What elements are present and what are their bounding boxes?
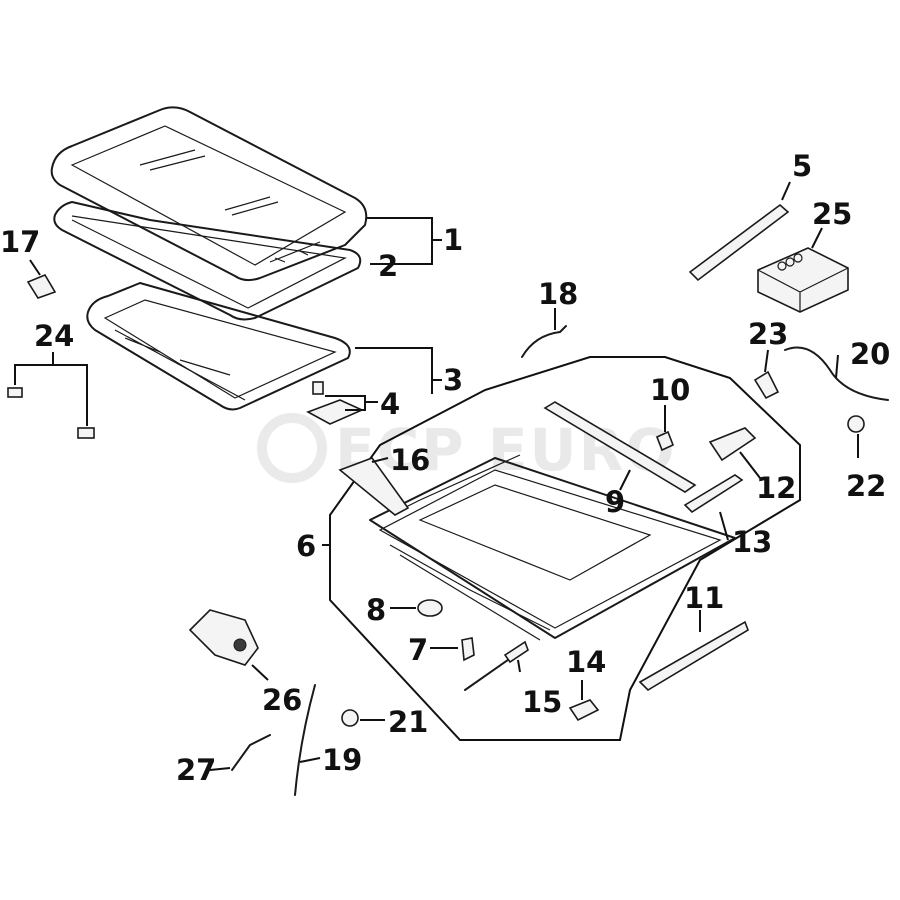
callout-22: 22 xyxy=(846,469,886,503)
bracket-part-10 xyxy=(655,430,675,452)
callout-27: 27 xyxy=(176,753,216,787)
callout-19: 19 xyxy=(322,743,362,777)
grommet-part-22 xyxy=(847,415,865,433)
callout-24: 24 xyxy=(34,319,74,353)
callout-4: 4 xyxy=(380,387,400,421)
callout-5: 5 xyxy=(792,149,812,183)
sunshade-part xyxy=(86,282,351,411)
grommet-part-8 xyxy=(417,599,443,617)
rail-part-13 xyxy=(683,474,744,514)
callout-17: 17 xyxy=(0,225,40,259)
callout-1: 1 xyxy=(443,223,463,257)
callout-23: 23 xyxy=(748,317,788,351)
callout-26: 26 xyxy=(262,683,302,717)
glass-panel-part xyxy=(50,106,368,282)
grommet-part-21 xyxy=(341,709,359,727)
callout-10: 10 xyxy=(650,373,690,407)
callout-25: 25 xyxy=(812,197,852,231)
hose-part-19 xyxy=(294,684,316,796)
pad-part-17 xyxy=(26,273,57,299)
callout-6: 6 xyxy=(296,529,316,563)
hose-part-27 xyxy=(231,734,271,771)
assembly-boundary xyxy=(329,356,801,741)
cap-part-14 xyxy=(568,699,600,722)
drain-hose-part-20 xyxy=(784,346,889,401)
drain-part-15 xyxy=(503,640,529,664)
hose-part-18 xyxy=(521,325,567,358)
repair-kit-part-25 xyxy=(757,247,849,313)
callout-15: 15 xyxy=(522,685,562,719)
frame-part-6 xyxy=(369,454,736,641)
deflector-part-16 xyxy=(338,457,410,516)
callout-13: 13 xyxy=(732,525,772,559)
callout-7: 7 xyxy=(408,633,428,667)
callout-21: 21 xyxy=(388,705,428,739)
pad-part-24a xyxy=(7,387,23,398)
callout-12: 12 xyxy=(756,471,796,505)
glass-seal-inner xyxy=(71,215,347,309)
callout-11: 11 xyxy=(684,581,724,615)
callout-18: 18 xyxy=(538,277,578,311)
callout-9: 9 xyxy=(605,485,625,519)
callout-labels: 1 2 3 4 5 6 7 8 9 10 11 12 13 14 15 16 1… xyxy=(0,149,890,787)
callout-3: 3 xyxy=(443,363,463,397)
rail-part-5 xyxy=(688,203,790,282)
callout-14: 14 xyxy=(566,645,606,679)
clip-part-7 xyxy=(461,637,475,662)
motor-part-26 xyxy=(188,609,259,666)
glass-seal-part xyxy=(53,201,362,321)
callout-8: 8 xyxy=(366,593,386,627)
callout-2: 2 xyxy=(378,249,398,283)
leader-lines xyxy=(14,181,859,771)
cable-guide-part-9 xyxy=(543,401,697,493)
callout-20: 20 xyxy=(850,337,890,371)
pad-part-24b xyxy=(77,427,95,439)
bracket-part-12 xyxy=(708,427,757,462)
cable-part-11 xyxy=(638,620,749,692)
callout-16: 16 xyxy=(390,443,430,477)
clip-part-23 xyxy=(753,370,780,400)
